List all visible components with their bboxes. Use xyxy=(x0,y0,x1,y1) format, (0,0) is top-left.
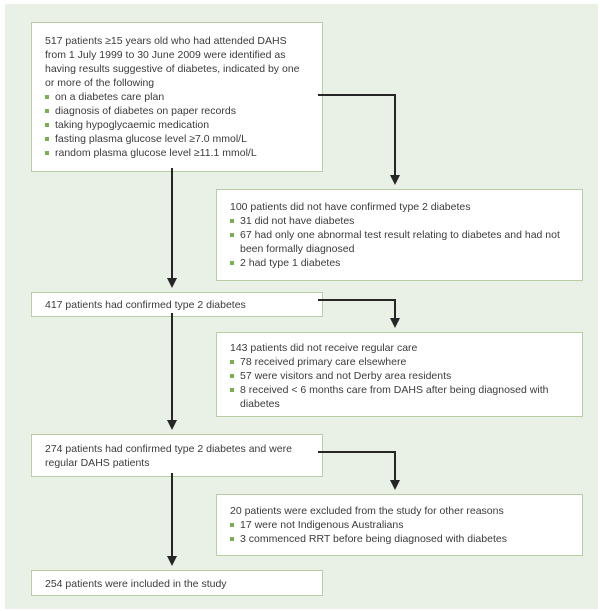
arrowhead-274-to-254 xyxy=(167,556,177,566)
bullet-item: taking hypoglycaemic medication xyxy=(45,118,309,132)
flow-box-143-no-regular-care: 143 patients did not receive regular car… xyxy=(216,332,583,417)
bullet-item: 57 were visitors and not Derby area resi… xyxy=(230,369,569,383)
arrowhead-274-to-20 xyxy=(390,480,400,490)
bullet-list: 31 did not have diabetes 67 had only one… xyxy=(230,214,569,270)
arrowhead-417-to-143 xyxy=(390,318,400,328)
bullet-item: 3 commenced RRT before being diagnosed w… xyxy=(230,532,569,546)
box-heading: 143 patients did not receive regular car… xyxy=(230,342,418,354)
arrow-line-517-to-100-horizontal xyxy=(318,94,396,96)
arrowhead-417-to-274 xyxy=(167,420,177,430)
bullet-item: on a diabetes care plan xyxy=(45,90,309,104)
arrow-line-417-to-274 xyxy=(171,313,173,420)
bullet-item: 17 were not Indigenous Australians xyxy=(230,518,569,532)
box-heading: 274 patients had confirmed type 2 diabet… xyxy=(45,443,292,469)
bullet-item: 31 did not have diabetes xyxy=(230,214,569,228)
flow-box-20-excluded: 20 patients were excluded from the study… xyxy=(216,494,583,556)
arrow-line-517-to-100-vertical xyxy=(394,94,396,175)
flow-box-254-included: 254 patients were included in the study xyxy=(31,570,323,596)
arrow-line-417-to-143-horizontal xyxy=(318,299,396,301)
box-heading: 517 patients ≥15 years old who had atten… xyxy=(45,35,300,89)
arrow-line-517-to-417 xyxy=(171,168,173,283)
bullet-item: 67 had only one abnormal test result rel… xyxy=(230,228,569,256)
bullet-list: 78 received primary care elsewhere 57 we… xyxy=(230,355,569,411)
arrowhead-517-to-417 xyxy=(167,278,177,288)
flow-box-517-identified: 517 patients ≥15 years old who had atten… xyxy=(31,22,323,172)
bullet-item: 8 received < 6 months care from DAHS aft… xyxy=(230,383,569,411)
box-heading: 20 patients were excluded from the study… xyxy=(230,505,504,517)
arrow-line-274-to-20-horizontal xyxy=(318,451,396,453)
flow-box-100-not-confirmed: 100 patients did not have confirmed type… xyxy=(216,189,583,281)
flow-box-417-confirmed: 417 patients had confirmed type 2 diabet… xyxy=(31,292,323,317)
arrowhead-517-to-100 xyxy=(390,175,400,185)
arrow-line-274-to-254 xyxy=(171,473,173,556)
bullet-item: diagnosis of diabetes on paper records xyxy=(45,104,309,118)
flow-box-274-regular-patients: 274 patients had confirmed type 2 diabet… xyxy=(31,434,323,477)
bullet-item: random plasma glucose level ≥11.1 mmol/L xyxy=(45,146,309,160)
box-heading: 100 patients did not have confirmed type… xyxy=(230,201,471,213)
bullet-list: on a diabetes care plan diagnosis of dia… xyxy=(45,90,309,160)
bullet-item: fasting plasma glucose level ≥7.0 mmol/L xyxy=(45,132,309,146)
box-heading: 254 patients were included in the study xyxy=(45,578,227,590)
box-heading: 417 patients had confirmed type 2 diabet… xyxy=(45,299,246,311)
flowchart-panel: 517 patients ≥15 years old who had atten… xyxy=(5,4,598,609)
arrow-line-274-to-20-vertical xyxy=(394,451,396,480)
arrow-line-417-to-143-vertical xyxy=(394,299,396,318)
bullet-item: 78 received primary care elsewhere xyxy=(230,355,569,369)
bullet-item: 2 had type 1 diabetes xyxy=(230,256,569,270)
bullet-list: 17 were not Indigenous Australians 3 com… xyxy=(230,518,569,546)
